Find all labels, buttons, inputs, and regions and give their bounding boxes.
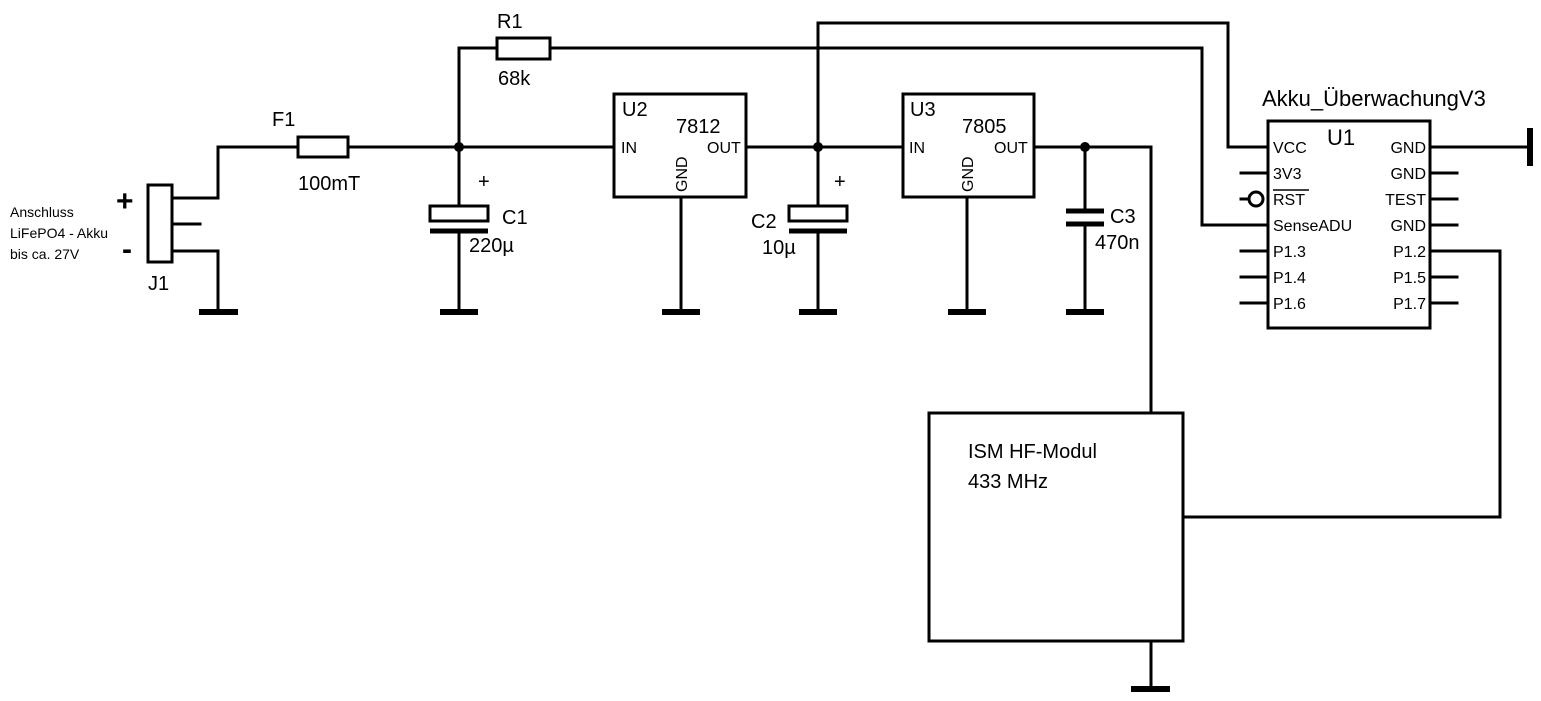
c2-polarity: + — [834, 171, 846, 193]
capacitor-plate-positive — [787, 204, 849, 223]
pin-vcc: VCC — [1273, 140, 1307, 157]
regulator-u3[interactable]: U3 7805 IN OUT GND — [901, 92, 1036, 199]
pin-rst: RST — [1273, 192, 1305, 209]
pin-gnd-2: GND — [1390, 166, 1426, 183]
connector-note-2: LiFePO4 - Akku — [10, 225, 108, 241]
u3-ref: U3 — [910, 99, 936, 121]
pin-p1-2: P1.2 — [1393, 244, 1426, 261]
u2-pin-out: OUT — [707, 140, 741, 157]
fuse-body — [296, 135, 350, 159]
u3-part: 7805 — [962, 116, 1007, 138]
u2-ref: U2 — [622, 99, 648, 121]
u3-pin-gnd: GND — [960, 156, 977, 192]
rf-module-line1: ISM HF-Modul — [968, 441, 1097, 463]
c2-value: 10µ — [762, 237, 796, 259]
resistor-ref: R1 — [497, 11, 523, 33]
rf-module[interactable]: ISM HF-Modul 433 MHz — [927, 411, 1185, 643]
u2-part: 7812 — [676, 116, 721, 138]
plus-sign: + — [116, 185, 134, 218]
mcu-name: Akku_ÜberwachungV3 — [1262, 86, 1486, 111]
regulator-u2[interactable]: U2 7812 IN OUT GND — [612, 92, 748, 199]
pin-senseadu: SenseADU — [1273, 218, 1352, 235]
c3-ref: C3 — [1110, 206, 1136, 228]
connector-j1[interactable]: + - J1 Anschluss LiFePO4 - Akku bis ca. … — [10, 183, 220, 295]
junction-dot — [813, 142, 823, 152]
rf-module-body — [927, 411, 1185, 643]
regulator-body — [901, 92, 1036, 199]
minus-sign: - — [122, 233, 132, 266]
mcu-body — [1266, 119, 1432, 330]
pin-p1-5: P1.5 — [1393, 270, 1426, 287]
capacitor-c1[interactable]: + C1 220µ — [428, 171, 528, 257]
capacitor-c3[interactable]: C3 470n — [1066, 206, 1140, 254]
fuse-ref: F1 — [272, 109, 295, 131]
capacitor-plate-positive — [428, 204, 490, 223]
pin-gnd-1: GND — [1390, 140, 1426, 157]
u2-pin-gnd: GND — [674, 156, 691, 192]
connector-note-1: Anschluss — [10, 204, 74, 220]
mcu-ref: U1 — [1327, 125, 1355, 150]
pin-p1-6: P1.6 — [1273, 296, 1306, 313]
pin-p1-3: P1.3 — [1273, 244, 1306, 261]
j1-ref: J1 — [148, 273, 169, 295]
capacitor-c2[interactable]: + C2 10µ — [751, 171, 849, 259]
rf-module-line2: 433 MHz — [968, 471, 1048, 493]
pin-gnd-3: GND — [1390, 218, 1426, 235]
regulator-body — [612, 92, 748, 199]
c1-value: 220µ — [469, 235, 514, 257]
pin-p1-4: P1.4 — [1273, 270, 1306, 287]
c3-value: 470n — [1095, 232, 1140, 254]
fuse-f1[interactable]: F1 100mT — [272, 109, 360, 195]
fuse-value: 100mT — [298, 173, 360, 195]
c1-polarity: + — [478, 171, 490, 193]
resistor-value: 68k — [498, 68, 531, 90]
wires — [199, 21, 1533, 692]
junction-dot — [1080, 142, 1090, 152]
pin-test: TEST — [1385, 192, 1426, 209]
connector-body — [146, 183, 174, 264]
resistor-body — [495, 36, 552, 61]
u3-pin-out: OUT — [994, 140, 1028, 157]
u2-pin-in: IN — [621, 140, 637, 157]
connector-note-3: bis ca. 27V — [10, 246, 80, 262]
pin-3v3: 3V3 — [1273, 166, 1302, 183]
c1-ref: C1 — [502, 207, 528, 229]
inverted-pin-icon — [1247, 190, 1265, 208]
resistor-r1[interactable]: R1 68k — [495, 11, 552, 90]
u3-pin-in: IN — [909, 140, 925, 157]
pin-p1-7: P1.7 — [1393, 296, 1426, 313]
mcu-u1[interactable]: Akku_ÜberwachungV3 U1 VCC 3V3 RST SenseA… — [1239, 86, 1486, 330]
junction-dot — [454, 142, 464, 152]
c2-ref: C2 — [751, 211, 777, 233]
